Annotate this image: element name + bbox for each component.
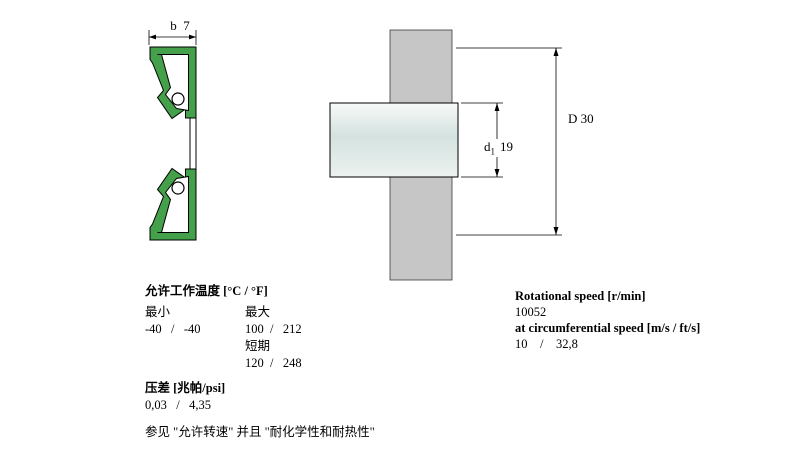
temperature-max-values: 100 / 212 (245, 322, 302, 336)
pressure-values: 0,03 / 4,35 (145, 398, 211, 412)
d1-subscript: 1 (490, 146, 496, 157)
housing-block-bottom (389, 176, 453, 281)
operating-specs-section: 允许工作温度 [°C / °F] 最小 -40 / -40 最大 100 / 2… (145, 283, 485, 441)
temperature-table: 最小 -40 / -40 最大 100 / 212 短期 120 / 248 (145, 304, 485, 372)
shaft (329, 102, 459, 178)
temperature-short-term-label: 短期 (245, 339, 271, 353)
seal-cross-section-drawing (148, 30, 197, 241)
dimension-label-b: b 7 (170, 18, 190, 33)
rotational-speed-value: 10052 (515, 305, 547, 319)
temperature-max-header: 最大 (245, 305, 271, 319)
speed-specs-section: Rotational speed [r/min] 10052 at circum… (515, 288, 775, 352)
temperature-min-column: 最小 -40 / -40 (145, 304, 245, 372)
temperature-max-column: 最大 100 / 212 短期 120 / 248 (245, 304, 302, 372)
b-arrow-left (149, 34, 156, 40)
d1-arrow-bottom (494, 169, 500, 177)
garter-spring-top-icon (171, 92, 185, 106)
D-arrow-bottom (553, 227, 559, 235)
dimension-label-d1: d1 19 (481, 139, 516, 157)
garter-spring-bottom-icon (171, 181, 185, 195)
b-arrow-right (189, 34, 196, 40)
installation-cross-section-drawing (329, 29, 562, 281)
D-arrow-top (553, 48, 559, 56)
pressure-title: 压差 [兆帕/psi] (145, 381, 226, 395)
see-also-note: 参见 "允许转速" 并且 "耐化学性和耐热性" (145, 425, 375, 439)
d1-arrow-top (494, 103, 500, 111)
circumferential-speed-title: at circumferential speed [m/s / ft/s] (515, 321, 701, 335)
d1-value: 19 (500, 139, 513, 154)
d1-prefix: d (484, 139, 491, 154)
housing-block-top (389, 29, 453, 104)
temperature-short-term-values: 120 / 248 (245, 356, 302, 370)
rotational-speed-title: Rotational speed [r/min] (515, 289, 646, 303)
dimension-label-D: D 30 (568, 111, 594, 126)
temperature-title: 允许工作温度 [°C / °F] (145, 284, 268, 298)
temperature-min-header: 最小 (145, 305, 171, 319)
circumferential-speed-value: 10 / 32,8 (515, 337, 578, 351)
temperature-min-values: -40 / -40 (145, 322, 201, 336)
